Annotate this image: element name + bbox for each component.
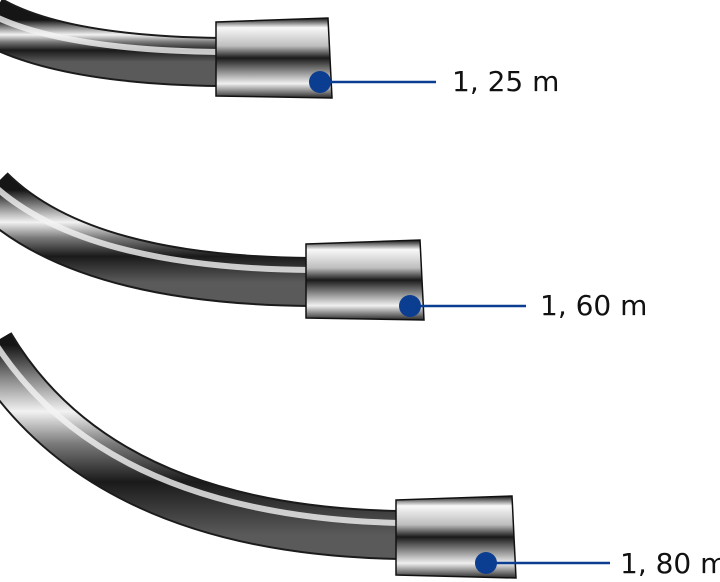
hose-1 [0,0,436,99]
hose-2-length-label: 1, 60 m [540,289,648,322]
hose-3 [0,332,610,579]
hose-3-length-label: 1, 80 m [620,547,720,580]
hose-2 [0,171,526,321]
hose-1-length-label: 1, 25 m [452,65,560,98]
